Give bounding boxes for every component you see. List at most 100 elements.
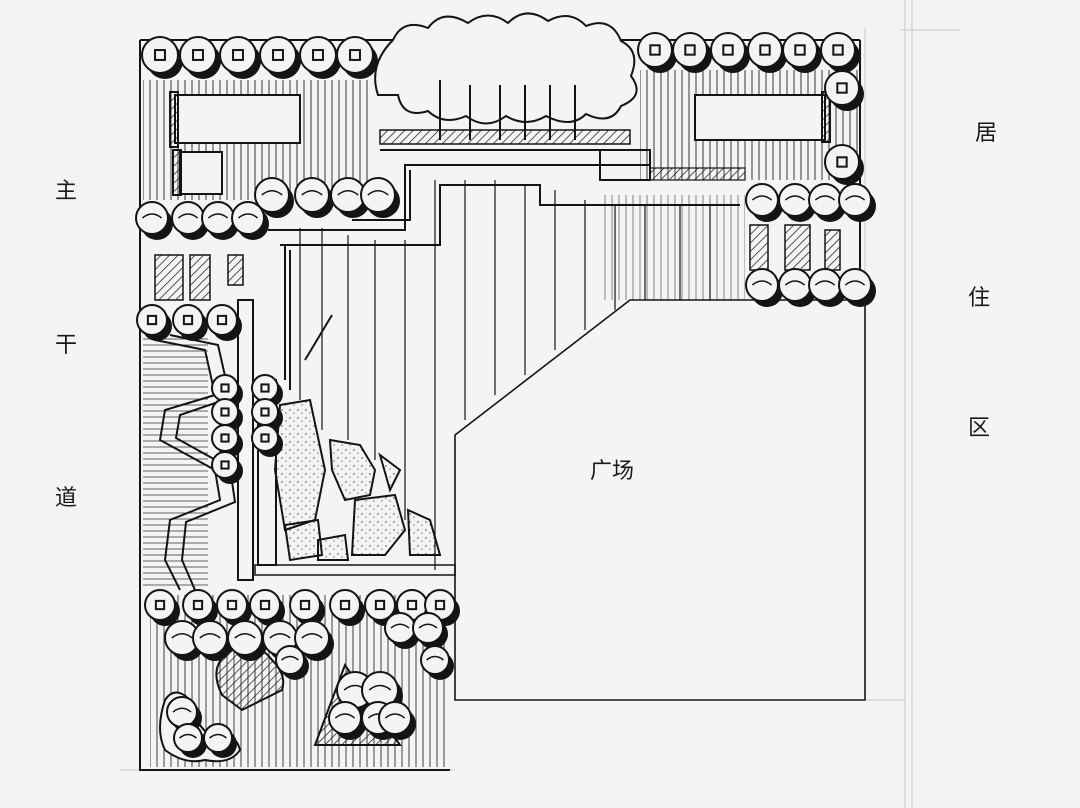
tree-canopy-icon xyxy=(745,183,783,222)
tree-trunk-mark xyxy=(299,599,311,611)
tree-branch-mark xyxy=(199,633,221,639)
site-note: 广场 xyxy=(590,459,634,484)
tree-crown xyxy=(412,612,444,644)
tree-trunk-mark xyxy=(226,599,238,611)
tree-branch-mark xyxy=(179,733,197,739)
tree-crown xyxy=(838,183,872,217)
tree-canopy-icon xyxy=(171,201,209,240)
tree-canopy-icon xyxy=(203,723,237,758)
tree-canopy-icon xyxy=(838,183,876,222)
tree-branch-mark xyxy=(418,623,438,629)
tree-trunk-mark xyxy=(232,49,244,61)
tree-crown xyxy=(275,645,305,675)
tree-branch-mark xyxy=(281,655,299,661)
residential-char-3: 区 xyxy=(968,416,990,441)
tree-branch-mark xyxy=(334,713,356,719)
tree-branch-mark xyxy=(209,733,227,739)
tree-crown xyxy=(254,177,290,213)
tree-trunk-mark xyxy=(220,383,230,393)
tree-canopy-icon xyxy=(378,701,416,740)
tree-branch-mark xyxy=(171,633,193,639)
tree-crown xyxy=(251,398,279,426)
tree-crown xyxy=(782,32,818,68)
tree-canopy-icon xyxy=(144,589,180,626)
tree-trunk-mark xyxy=(374,599,386,611)
tree-canopy-icon xyxy=(412,612,448,649)
tree-branch-mark xyxy=(237,213,259,219)
tree-canopy-icon xyxy=(182,589,218,626)
tree-canopy-icon xyxy=(745,268,783,307)
tree-canopy-icon xyxy=(135,201,173,240)
tree-canopy-icon xyxy=(249,589,285,626)
tree-branch-mark xyxy=(141,213,163,219)
tree-canopy-icon xyxy=(824,70,864,111)
tree-canopy-icon xyxy=(360,177,400,218)
tree-crown xyxy=(201,201,235,235)
steps-hatch-left xyxy=(143,335,208,590)
tree-branch-mark xyxy=(384,713,406,719)
main-road-char-2: 干 xyxy=(55,333,77,358)
tree-crown xyxy=(216,589,248,621)
tree-crown xyxy=(384,612,416,644)
tree-trunk-mark xyxy=(192,49,204,61)
tree-trunk-mark xyxy=(836,82,848,94)
tree-canopy-icon xyxy=(219,36,261,79)
tree-crown xyxy=(420,645,450,675)
tree-canopy-icon xyxy=(820,32,860,73)
tree-crown xyxy=(360,177,396,213)
tree-branch-mark xyxy=(269,633,291,639)
tree-trunk-mark xyxy=(349,49,361,61)
tree-crown xyxy=(227,620,263,656)
tree-crown xyxy=(182,589,214,621)
residential-char-1: 居 xyxy=(975,121,997,146)
tree-crown xyxy=(141,36,179,74)
tree-crown xyxy=(364,589,396,621)
tree-canopy-icon xyxy=(206,304,242,341)
tree-crown xyxy=(378,701,412,735)
tree-canopy-icon xyxy=(251,424,283,457)
plaza-edge-strip xyxy=(254,564,456,576)
tree-canopy-icon xyxy=(227,620,267,661)
tree-canopy-icon xyxy=(747,32,787,73)
tree-crown xyxy=(808,183,842,217)
tree-trunk-mark xyxy=(216,314,228,326)
tree-branch-mark xyxy=(234,633,256,639)
tree-trunk-mark xyxy=(192,599,204,611)
tree-crown xyxy=(171,201,205,235)
tree-crown xyxy=(173,723,203,753)
tree-trunk-mark xyxy=(260,433,270,443)
tree-crown xyxy=(745,183,779,217)
tree-crown xyxy=(231,201,265,235)
tree-crown xyxy=(328,701,362,735)
tree-branch-mark xyxy=(390,623,410,629)
tree-canopy-icon xyxy=(259,36,301,79)
tree-crown xyxy=(808,268,842,302)
main-road-char-3: 道 xyxy=(55,486,77,511)
tree-trunk-mark xyxy=(146,314,158,326)
tree-crown xyxy=(778,268,812,302)
tree-crown xyxy=(206,304,238,336)
tree-crown xyxy=(172,304,204,336)
tree-branch-mark xyxy=(368,684,392,691)
tree-crown xyxy=(192,620,228,656)
tree-canopy-icon xyxy=(211,424,243,457)
tree-crown xyxy=(179,36,217,74)
tree-crown xyxy=(203,723,233,753)
tree-canopy-icon xyxy=(782,32,822,73)
tree-canopy-icon xyxy=(211,451,243,484)
tree-canopy-icon xyxy=(173,723,207,758)
tree-trunk-mark xyxy=(339,599,351,611)
tree-trunk-mark xyxy=(260,407,270,417)
tree-trunk-mark xyxy=(272,49,284,61)
tree-trunk-mark xyxy=(794,44,806,56)
tree-branch-mark xyxy=(301,190,323,196)
tree-canopy-icon xyxy=(275,645,309,680)
entry-path xyxy=(268,149,740,246)
tree-crown xyxy=(336,36,374,74)
tree-crown xyxy=(211,398,239,426)
tree-branch-mark xyxy=(207,213,229,219)
tree-canopy-icon xyxy=(329,589,365,626)
tree-crown xyxy=(249,589,281,621)
tree-canopy-icon xyxy=(294,620,334,661)
